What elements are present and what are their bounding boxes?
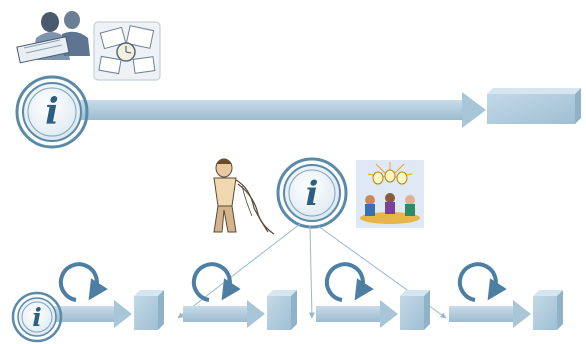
documents-clock-clipart <box>93 21 161 81</box>
info-glyph-top: i <box>45 91 59 133</box>
iteration-arrow-head <box>513 300 531 328</box>
iteration-segment <box>183 262 297 330</box>
info-glyph-middle: i <box>306 174 319 214</box>
top-process-row: i <box>15 11 581 149</box>
cube-front <box>533 296 557 330</box>
loop-arrow-icon <box>191 262 241 302</box>
cube-top <box>267 290 297 296</box>
loop-arrow-icon <box>457 262 507 302</box>
cube-side <box>557 290 563 330</box>
info-badge-middle: i <box>276 157 348 229</box>
iteration-row <box>50 262 563 330</box>
cube-top <box>134 290 164 296</box>
iteration-arrow-head <box>380 300 398 328</box>
woman-reading-scroll-clipart <box>213 158 275 235</box>
middle-cluster: i <box>177 157 447 319</box>
iteration-arrow-head <box>247 300 265 328</box>
cube-front <box>400 296 424 330</box>
info-badge-top: i <box>15 75 89 149</box>
top-result-box <box>487 88 581 124</box>
iteration-arrow-head <box>114 300 132 328</box>
info-glyph-bottom: i <box>32 303 42 332</box>
iteration-segment <box>449 262 563 330</box>
loop-arrow-icon <box>58 262 108 302</box>
iteration-segment <box>50 262 164 330</box>
team-meeting-ideas-clipart <box>356 160 424 228</box>
cube-front <box>267 296 291 330</box>
cube-side <box>424 290 430 330</box>
cube-side <box>158 290 164 330</box>
cube-top <box>533 290 563 296</box>
iteration-arrow-body <box>50 306 116 322</box>
cube-side <box>291 290 297 330</box>
loop-arrow-icon <box>324 262 374 302</box>
info-badge-bottom: i <box>11 291 63 343</box>
top-long-arrow <box>55 92 486 128</box>
iteration-arrow-body <box>316 306 382 322</box>
iteration-segment <box>316 262 430 330</box>
iteration-arrow-body <box>449 306 515 322</box>
iteration-arrow-body <box>183 306 249 322</box>
people-planning-clipart <box>16 11 90 64</box>
cube-front <box>134 296 158 330</box>
cube-top <box>400 290 430 296</box>
